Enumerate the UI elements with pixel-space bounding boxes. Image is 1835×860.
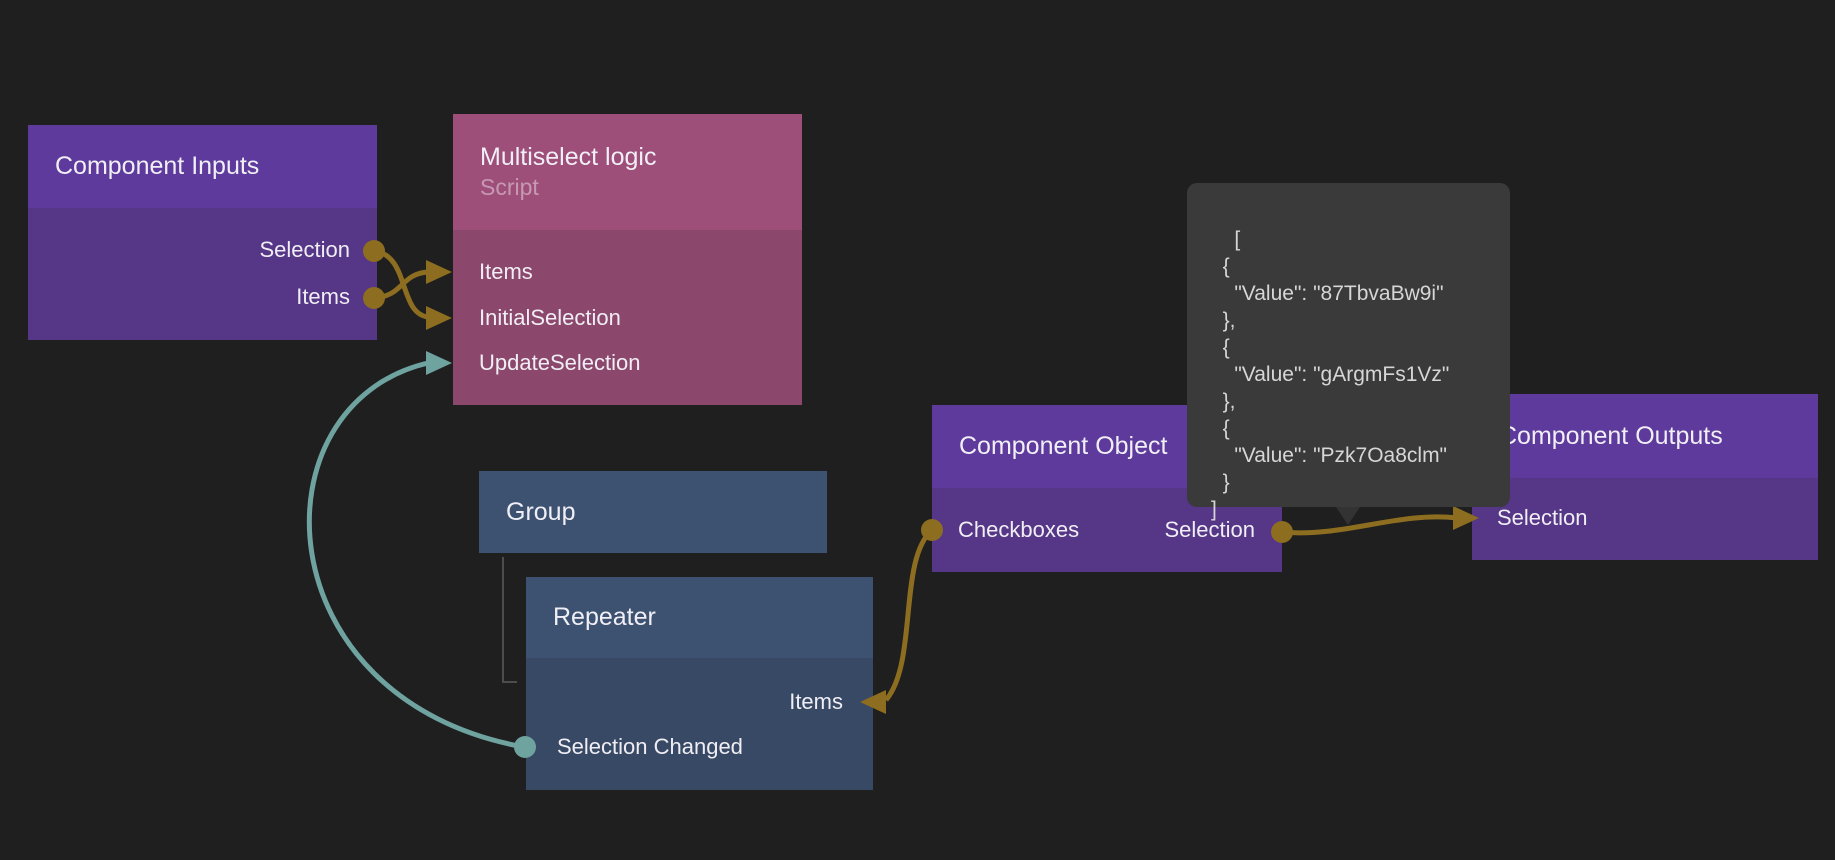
port-label-items-output[interactable]: Items <box>296 284 350 309</box>
node-group[interactable]: Group <box>479 471 827 553</box>
port-arrow-repeater-items-icon[interactable] <box>860 690 886 714</box>
port-dot-component-object-selection[interactable] <box>1271 521 1293 543</box>
port-dot-component-object-checkboxes[interactable] <box>921 519 943 541</box>
wire-selectionchanged-to-updateselection[interactable] <box>306 360 525 750</box>
port-label-selection-output[interactable]: Selection <box>1164 517 1255 542</box>
port-label-selection-output[interactable]: Selection <box>259 237 350 262</box>
node-header[interactable]: Multiselect logic Script <box>453 114 802 230</box>
port-arrow-multiselect-items-icon[interactable] <box>426 260 452 284</box>
port-arrow-component-outputs-selection-icon[interactable] <box>1453 506 1479 530</box>
port-label-checkboxes-output[interactable]: Checkboxes <box>958 517 1080 542</box>
node-header[interactable]: Component Inputs <box>28 125 377 208</box>
node-multiselect-logic[interactable]: Multiselect logic Script Items InitialSe… <box>453 114 802 405</box>
port-label-initialselection-input[interactable]: InitialSelection <box>479 305 621 330</box>
node-header[interactable]: Component Outputs <box>1472 394 1818 478</box>
tooltip-tail-icon <box>1334 504 1362 525</box>
node-repeater[interactable]: Repeater Items Selection Changed <box>526 577 873 790</box>
port-dot-component-inputs-selection[interactable] <box>363 240 385 262</box>
node-component-outputs[interactable]: Component Outputs Selection <box>1472 394 1818 560</box>
port-dot-component-inputs-items[interactable] <box>363 287 385 309</box>
port-label-updateselection-input[interactable]: UpdateSelection <box>479 350 641 375</box>
port-arrow-multiselect-initialselection-icon[interactable] <box>426 306 452 330</box>
node-title: Component Outputs <box>1499 421 1723 450</box>
node-title: Component Object <box>959 432 1168 460</box>
port-label-selection-changed-output[interactable]: Selection Changed <box>557 734 743 759</box>
port-label-items-input[interactable]: Items <box>479 259 533 284</box>
node-title: Component Inputs <box>55 152 260 180</box>
port-label-items-input[interactable]: Items <box>789 689 843 714</box>
node-title: Multiselect logic <box>480 143 657 171</box>
wire-checkboxes-to-repeater-items[interactable] <box>884 528 934 702</box>
wire-selection-to-component-outputs[interactable] <box>1281 514 1458 536</box>
tooltip-json-text: [ { "Value": "87TbvaBw9i" }, { "Value": … <box>1211 228 1450 521</box>
port-label-selection-input[interactable]: Selection <box>1497 505 1588 530</box>
node-component-inputs[interactable]: Component Inputs Selection Items <box>28 125 377 340</box>
value-inspector-tooltip: [ { "Value": "87TbvaBw9i" }, { "Value": … <box>1187 183 1510 521</box>
node-title: Repeater <box>553 603 656 631</box>
port-dot-repeater-selection-changed[interactable] <box>514 736 536 758</box>
node-title: Group <box>506 497 576 526</box>
node-header[interactable]: Repeater <box>526 577 873 658</box>
node-subtitle: Script <box>480 174 539 200</box>
port-arrow-multiselect-updateselection-icon[interactable] <box>426 351 452 375</box>
hierarchy-connector-line <box>502 557 517 683</box>
node-header[interactable]: Group <box>479 471 827 553</box>
